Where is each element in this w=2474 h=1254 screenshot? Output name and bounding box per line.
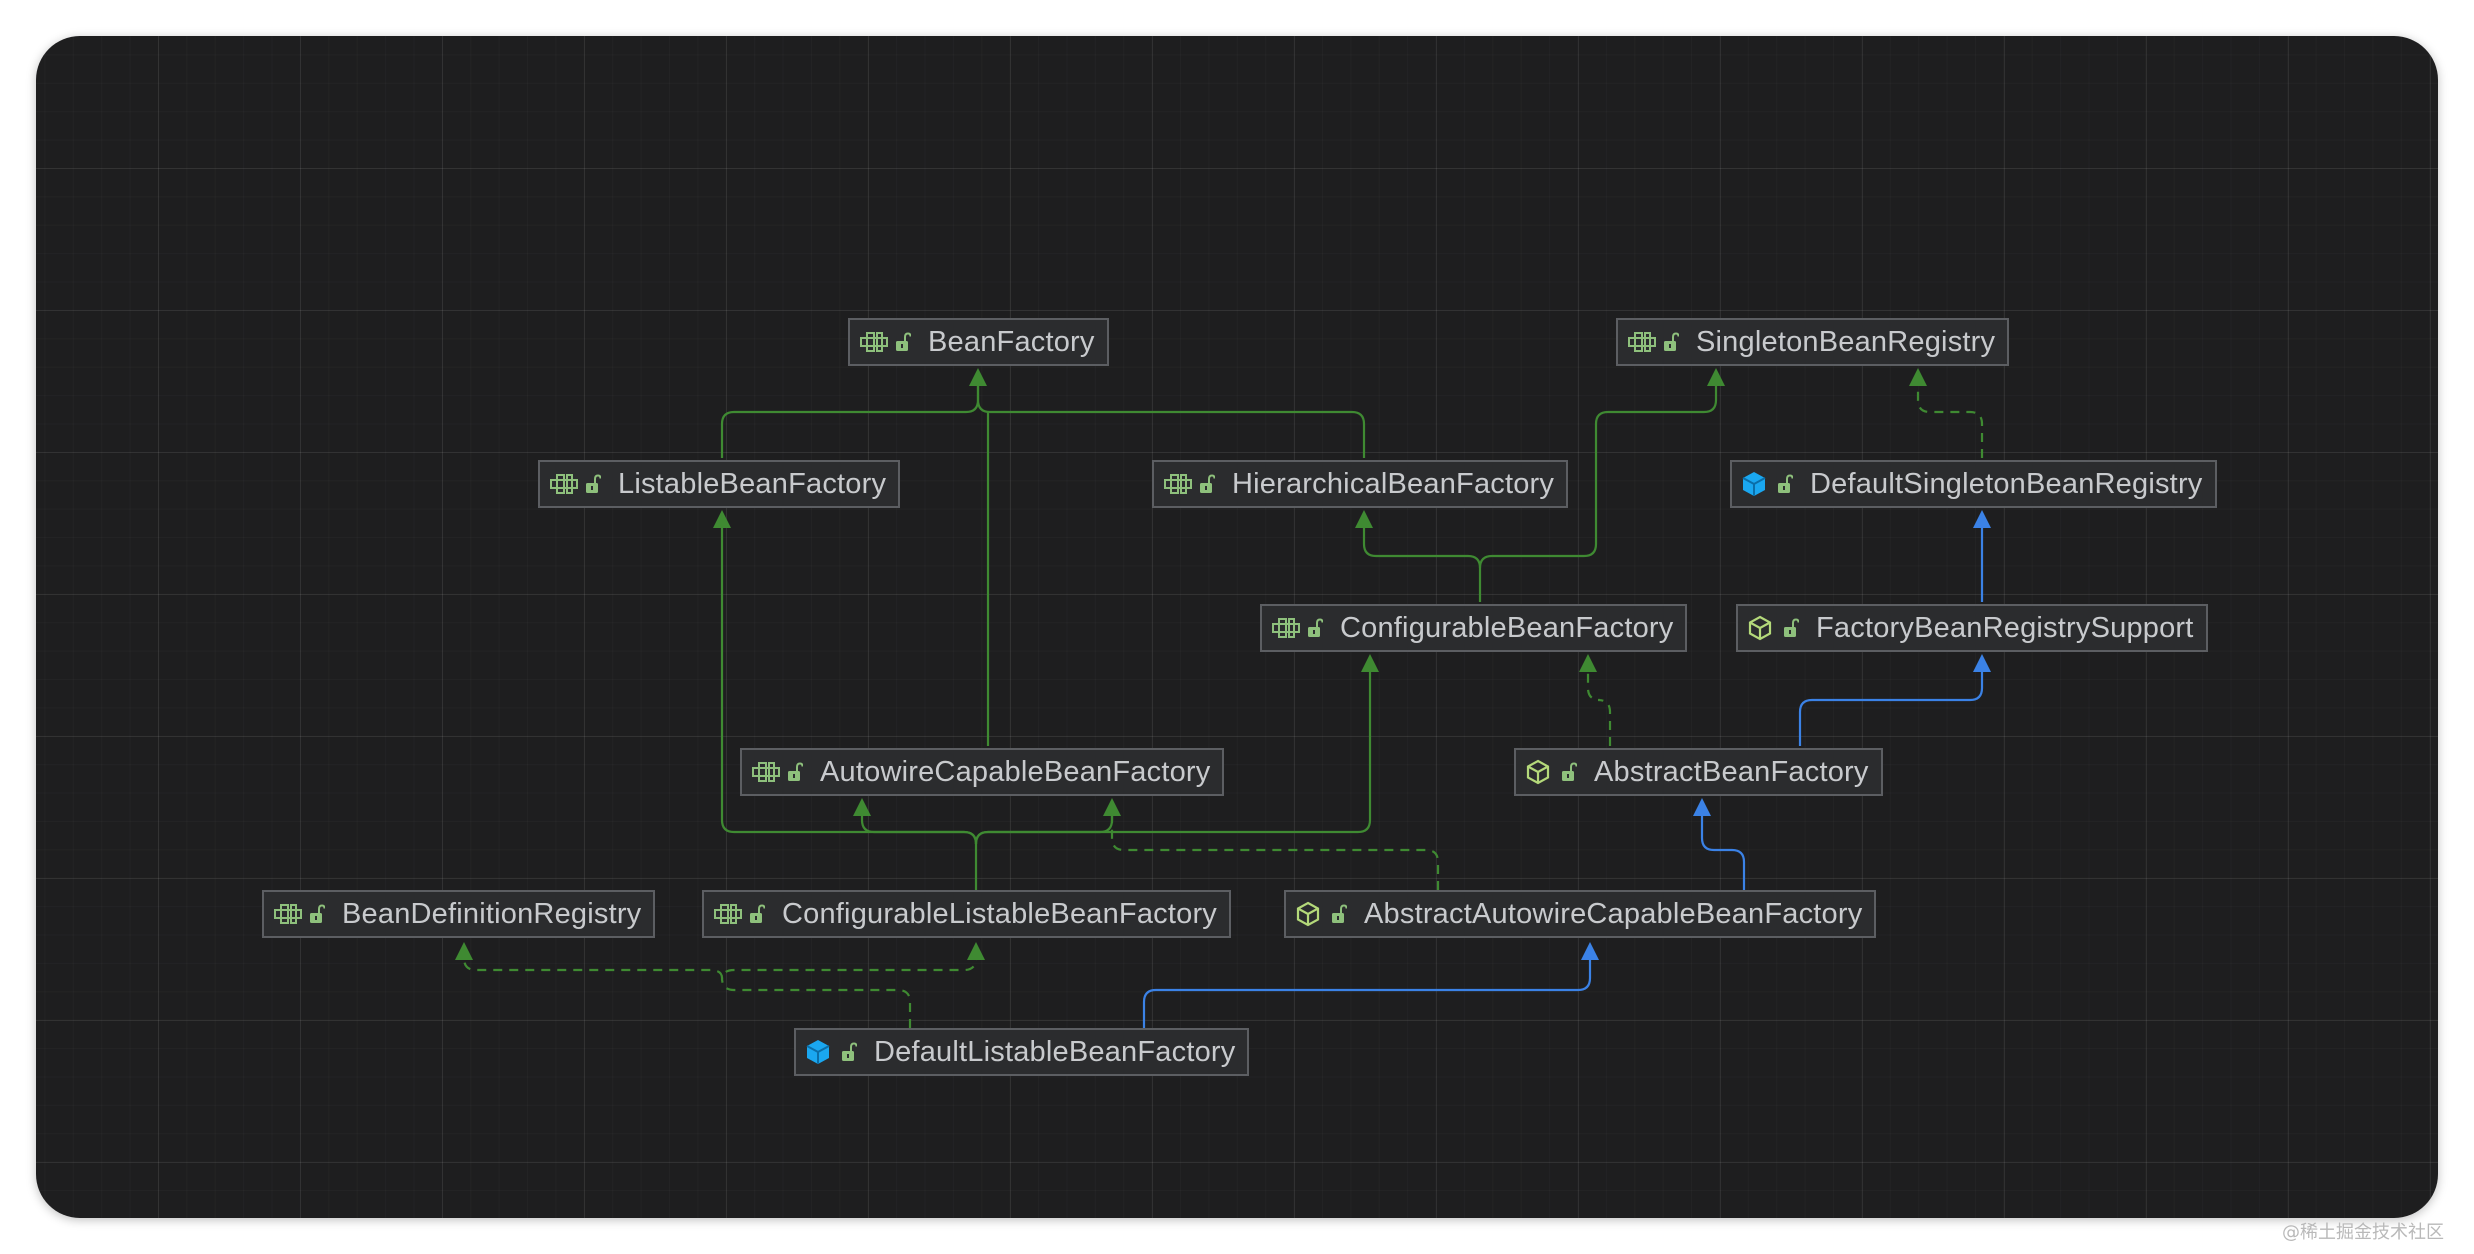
node-configurablelistablebeanfactory[interactable]: ConfigurableListableBeanFactory xyxy=(702,890,1232,938)
node-abstractautowirecapablebeanfactory[interactable]: AbstractAutowireCapableBeanFactory xyxy=(1284,890,1877,938)
interface-icon xyxy=(1272,615,1302,641)
node-configurablebeanfactory[interactable]: ConfigurableBeanFactory xyxy=(1260,604,1688,652)
node-listablebeanfactory[interactable]: ListableBeanFactory xyxy=(538,460,901,508)
abstract-class-icon xyxy=(1748,615,1778,641)
public-lock-icon xyxy=(840,1041,858,1063)
node-label: AbstractAutowireCapableBeanFactory xyxy=(1364,898,1863,930)
node-singletonbeanregistry[interactable]: SingletonBeanRegistry xyxy=(1616,318,2010,366)
public-lock-icon xyxy=(1198,473,1216,495)
node-autowirecapablebeanfactory[interactable]: AutowireCapableBeanFactory xyxy=(740,748,1225,796)
node-defaultsingletonbeanregistry[interactable]: DefaultSingletonBeanRegistry xyxy=(1730,460,2217,508)
public-lock-icon xyxy=(786,761,804,783)
node-label: DefaultListableBeanFactory xyxy=(874,1036,1236,1068)
node-label: BeanFactory xyxy=(928,326,1095,358)
node-label: SingletonBeanRegistry xyxy=(1696,326,1996,358)
public-lock-icon xyxy=(1776,473,1794,495)
node-abstractbeanfactory[interactable]: AbstractBeanFactory xyxy=(1514,748,1883,796)
node-factorybeanregistrysupport[interactable]: FactoryBeanRegistrySupport xyxy=(1736,604,2208,652)
node-label: ConfigurableBeanFactory xyxy=(1340,612,1674,644)
watermark: @稀土掘金技术社区 xyxy=(2282,1222,2444,1243)
interface-icon xyxy=(752,759,782,785)
node-label: FactoryBeanRegistrySupport xyxy=(1816,612,2194,644)
node-beanfactory[interactable]: BeanFactory xyxy=(848,318,1109,366)
interface-icon xyxy=(860,329,890,355)
public-lock-icon xyxy=(1782,617,1800,639)
class-icon xyxy=(806,1039,836,1065)
public-lock-icon xyxy=(1662,331,1680,353)
node-label: AbstractBeanFactory xyxy=(1594,756,1869,788)
node-label: DefaultSingletonBeanRegistry xyxy=(1810,468,2203,500)
class-icon xyxy=(1742,471,1772,497)
interface-icon xyxy=(274,901,304,927)
node-label: ConfigurableListableBeanFactory xyxy=(782,898,1218,930)
abstract-class-icon xyxy=(1526,759,1556,785)
abstract-class-icon xyxy=(1296,901,1326,927)
public-lock-icon xyxy=(748,903,766,925)
interface-icon xyxy=(1164,471,1194,497)
interface-icon xyxy=(1628,329,1658,355)
node-label: HierarchicalBeanFactory xyxy=(1232,468,1555,500)
node-hierarchicalbeanfactory[interactable]: HierarchicalBeanFactory xyxy=(1152,460,1569,508)
node-defaultlistablebeanfactory[interactable]: DefaultListableBeanFactory xyxy=(794,1028,1250,1076)
node-label: BeanDefinitionRegistry xyxy=(342,898,642,930)
interface-icon xyxy=(550,471,580,497)
public-lock-icon xyxy=(1560,761,1578,783)
node-beandefinitionregistry[interactable]: BeanDefinitionRegistry xyxy=(262,890,656,938)
interface-icon xyxy=(714,901,744,927)
node-label: AutowireCapableBeanFactory xyxy=(820,756,1211,788)
public-lock-icon xyxy=(308,903,326,925)
public-lock-icon xyxy=(584,473,602,495)
public-lock-icon xyxy=(894,331,912,353)
node-label: ListableBeanFactory xyxy=(618,468,887,500)
public-lock-icon xyxy=(1330,903,1348,925)
public-lock-icon xyxy=(1306,617,1324,639)
